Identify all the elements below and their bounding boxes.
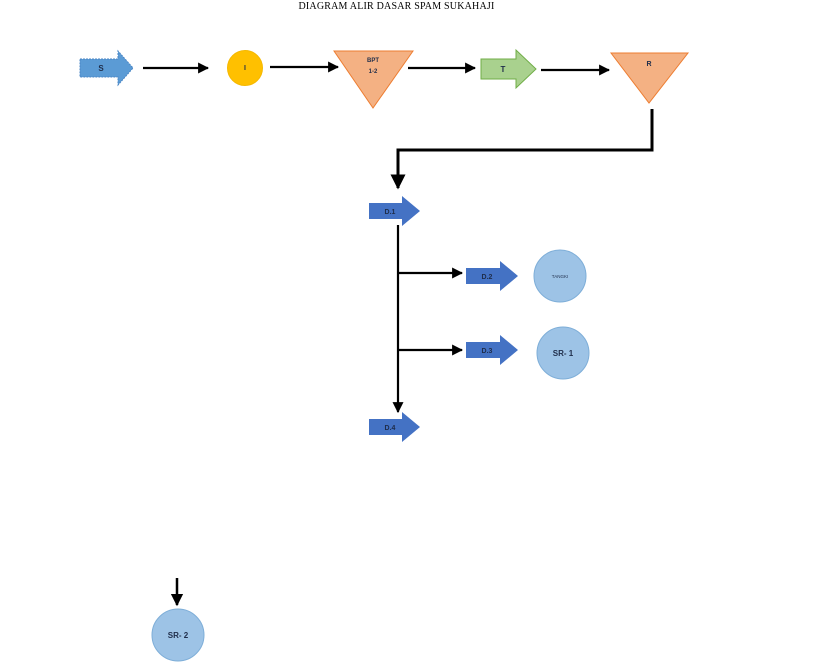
reservoir-node: R [609,52,690,104]
d1-label: D.1 [385,209,396,216]
distribution-d2: D.2 [466,261,518,291]
bpt-node: BPT 1-2 [333,50,414,109]
distribution-d1: D.1 [369,196,420,226]
distribution-d4: D.4 [369,412,420,442]
transfer-label: T [501,65,506,74]
source-node: S [79,49,134,87]
tangki-label: TANGKI [552,274,568,279]
d4-label: D.4 [385,425,396,432]
source-label: S [98,64,104,73]
bpt-label-line1: BPT [367,58,379,64]
d2-label: D.2 [482,274,493,281]
sr1-node: SR- 1 [536,326,590,380]
intake-label: I [244,65,246,72]
transfer-node: T [480,48,537,90]
sr2-node: SR- 2 [151,608,205,662]
reservoir-label: R [646,61,651,68]
intake-node: I [227,50,263,86]
diagram-title: DIAGRAM ALIR DASAR SPAM SUKAHAJI [298,1,495,12]
d3-label: D.3 [482,348,493,355]
distribution-d3: D.3 [466,335,518,365]
tangki-node: TANGKI [533,249,587,303]
connectors [143,61,654,607]
bpt-label-line2: 1-2 [369,69,378,75]
connector-r-d1 [390,109,654,190]
sr2-label: SR- 2 [168,631,189,640]
sr1-label: SR- 1 [553,349,574,358]
